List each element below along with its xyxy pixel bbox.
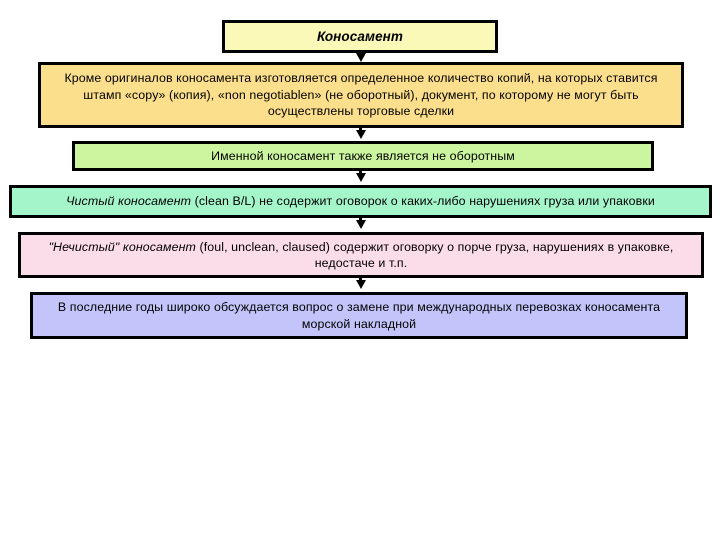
node-foul-term: "Нечистый" коносамент [48, 239, 196, 254]
node-foul-label: (foul, unclean, claused) содержит оговор… [195, 239, 674, 270]
arrow-down-icon [356, 280, 366, 289]
node-title-label: Коносамент [316, 28, 404, 44]
node-named-label: Именной коносамент также является не обо… [211, 148, 515, 163]
node-clean-bill[interactable]: Чистый коносамент (clean B/L) не содержи… [9, 185, 712, 218]
arrow-down-icon [356, 53, 366, 62]
node-waybill-label: В последние годы широко обсуждается вопр… [57, 300, 661, 331]
node-title-konosament[interactable]: Коносамент [222, 20, 498, 53]
node-copies-statement[interactable]: Кроме оригиналов коносамента изготовляет… [38, 62, 684, 128]
arrow-down-icon [356, 220, 366, 229]
arrow-down-icon [356, 130, 366, 139]
node-sea-waybill[interactable]: В последние годы широко обсуждается вопр… [30, 292, 688, 339]
node-named-bill[interactable]: Именной коносамент также является не обо… [72, 141, 654, 171]
arrow-down-icon [356, 173, 366, 182]
node-clean-term: Чистый коносамент [66, 194, 192, 209]
node-foul-text: "Нечистый" коносамент (foul, unclean, cl… [21, 239, 701, 272]
node-copies-label: Кроме оригиналов коносамента изготовляет… [64, 71, 658, 119]
node-clean-text: Чистый коносамент (clean B/L) не содержи… [12, 193, 709, 209]
node-clean-label: (clean B/L) не содержит оговорок о каких… [191, 194, 655, 209]
node-foul-bill[interactable]: "Нечистый" коносамент (foul, unclean, cl… [18, 232, 704, 278]
